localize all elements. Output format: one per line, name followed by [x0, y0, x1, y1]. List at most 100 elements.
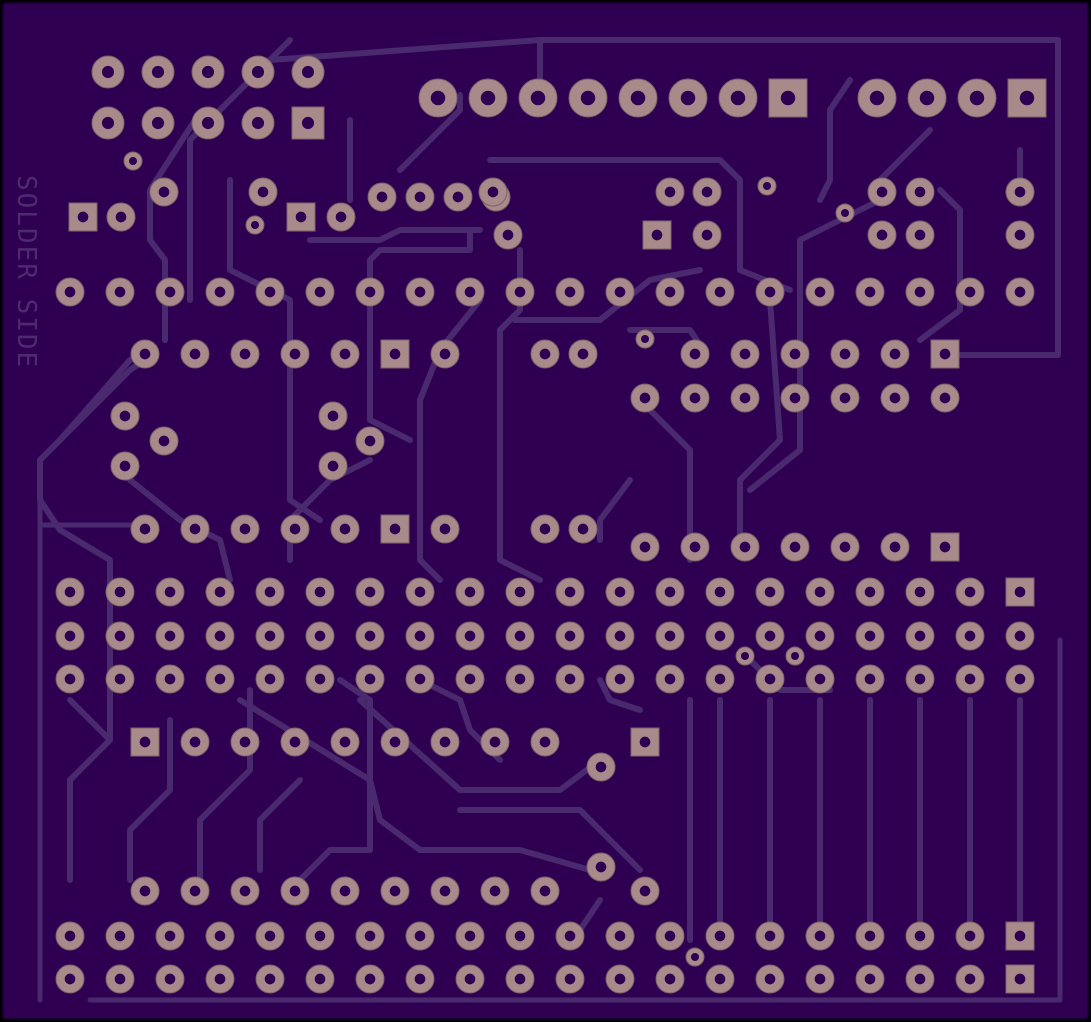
drill-hole	[289, 523, 301, 535]
drill-hole	[864, 630, 876, 642]
drill-hole	[164, 673, 176, 685]
drill-hole	[1014, 930, 1026, 942]
drill-hole	[339, 885, 351, 897]
drill-hole	[430, 90, 446, 106]
drill-hole	[464, 586, 476, 598]
trace	[917, 187, 963, 343]
trace	[877, 127, 933, 183]
drill-hole	[514, 930, 526, 942]
drill-hole	[839, 541, 851, 553]
drill-hole	[151, 116, 165, 130]
drill-hole	[264, 930, 276, 942]
drill-hole	[487, 186, 499, 198]
trace	[577, 897, 603, 933]
drill-hole	[964, 673, 976, 685]
drill-hole	[301, 65, 315, 79]
drill-hole	[1014, 673, 1026, 685]
drill-hole	[114, 973, 126, 985]
drill-hole	[77, 211, 89, 223]
drill-hole	[714, 286, 726, 298]
drill-hole	[119, 460, 131, 472]
drill-hole	[869, 90, 885, 106]
drill-hole	[139, 885, 151, 897]
drill-hole	[364, 930, 376, 942]
solder-side-label: SOLDER SIDE	[11, 175, 41, 369]
drill-hole	[595, 761, 607, 773]
drill-hole	[614, 586, 626, 598]
drill-hole	[914, 586, 926, 598]
drill-hole	[814, 673, 826, 685]
drill-hole	[780, 90, 796, 106]
drill-hole	[101, 116, 115, 130]
drill-hole	[314, 930, 326, 942]
drill-hole	[339, 348, 351, 360]
drill-hole	[939, 541, 951, 553]
drill-hole	[339, 523, 351, 535]
drill-hole	[864, 673, 876, 685]
drill-hole	[464, 630, 476, 642]
drill-hole	[914, 229, 926, 241]
drill-hole	[239, 736, 251, 748]
drill-hole	[664, 586, 676, 598]
drill-hole	[264, 673, 276, 685]
drill-hole	[889, 348, 901, 360]
square-pad	[930, 339, 960, 369]
drill-hole	[139, 736, 151, 748]
drill-hole	[614, 973, 626, 985]
drill-hole	[327, 460, 339, 472]
drill-hole	[439, 885, 451, 897]
drill-hole	[889, 392, 901, 404]
drill-hole	[764, 673, 776, 685]
drill-hole	[364, 673, 376, 685]
trace	[457, 807, 643, 873]
drill-hole	[119, 410, 131, 422]
drill-hole	[214, 630, 226, 642]
drill-hole	[577, 348, 589, 360]
drill-hole	[876, 186, 888, 198]
drill-hole	[1019, 90, 1035, 106]
drill-hole	[739, 392, 751, 404]
drill-hole	[789, 392, 801, 404]
drill-hole	[158, 186, 170, 198]
drill-hole	[580, 90, 596, 106]
drill-hole	[464, 973, 476, 985]
drill-hole	[464, 930, 476, 942]
drill-hole	[514, 586, 526, 598]
drill-hole	[639, 736, 651, 748]
drill-hole	[314, 630, 326, 642]
trace	[297, 677, 373, 883]
drill-hole	[514, 286, 526, 298]
drill-hole	[789, 348, 801, 360]
drill-hole	[964, 630, 976, 642]
drill-hole	[114, 630, 126, 642]
trace	[367, 227, 473, 443]
drill-hole	[1014, 229, 1026, 241]
drill-hole	[864, 586, 876, 598]
drill-hole	[364, 630, 376, 642]
drill-hole	[439, 736, 451, 748]
drill-hole	[414, 673, 426, 685]
drill-hole	[239, 348, 251, 360]
drill-hole	[680, 90, 696, 106]
drill-hole	[164, 930, 176, 942]
drill-hole	[664, 630, 676, 642]
drill-hole	[364, 973, 376, 985]
drill-hole	[764, 586, 776, 598]
drill-hole	[714, 673, 726, 685]
trace	[257, 777, 303, 873]
drill-hole	[889, 541, 901, 553]
drill-hole	[314, 286, 326, 298]
drill-hole	[939, 348, 951, 360]
drill-hole	[614, 286, 626, 298]
drill-hole	[914, 673, 926, 685]
drill-hole	[164, 586, 176, 598]
drill-hole	[664, 973, 676, 985]
drill-hole	[264, 286, 276, 298]
drill-hole	[164, 630, 176, 642]
drill-hole	[564, 673, 576, 685]
drill-hole	[964, 286, 976, 298]
drill-hole	[514, 630, 526, 642]
